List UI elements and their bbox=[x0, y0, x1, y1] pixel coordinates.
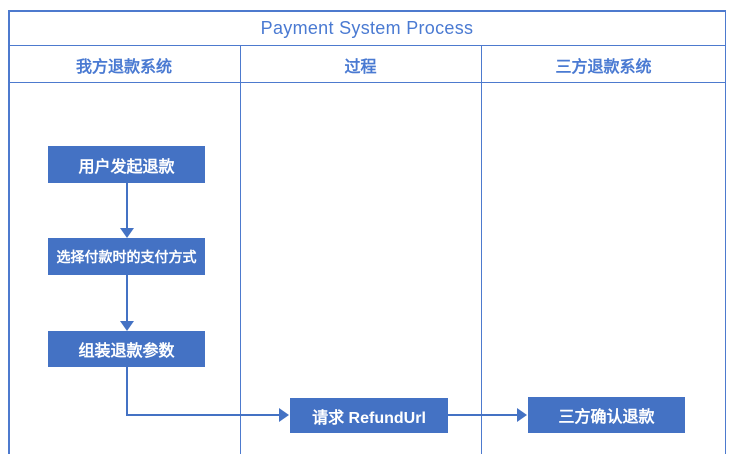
lane-header-thirdparty-refund-system: 三方退款系统 bbox=[555, 58, 652, 76]
frame-left-border bbox=[8, 10, 10, 454]
lane-divider-1 bbox=[239, 44, 241, 454]
frame-right-border bbox=[724, 10, 726, 454]
connector-line-2 bbox=[125, 274, 128, 321]
frame-top-border bbox=[8, 10, 726, 12]
node-thirdparty-confirm-refund: 三方确认退款 bbox=[528, 397, 685, 433]
connector-line-3-vertical bbox=[125, 367, 128, 416]
connector-line-4 bbox=[448, 414, 517, 416]
lane-divider-2 bbox=[480, 44, 482, 454]
header-row-divider bbox=[8, 81, 726, 83]
node-request-refundurl: 请求 RefundUrl bbox=[290, 398, 448, 433]
arrowhead-down-icon bbox=[119, 321, 134, 331]
arrowhead-right-icon bbox=[517, 408, 527, 422]
node-select-payment-method: 选择付款时的支付方式 bbox=[48, 238, 205, 275]
arrowhead-down-icon bbox=[119, 228, 134, 238]
title-row-divider bbox=[8, 44, 726, 46]
lane-header-our-refund-system: 我方退款系统 bbox=[75, 58, 172, 76]
node-assemble-refund-params: 组装退款参数 bbox=[48, 331, 205, 367]
arrowhead-right-icon bbox=[279, 408, 289, 422]
node-user-initiates-refund: 用户发起退款 bbox=[48, 146, 205, 183]
diagram-title: Payment System Process bbox=[260, 17, 474, 38]
lane-header-process: 过程 bbox=[344, 58, 377, 76]
connector-line-1 bbox=[125, 182, 128, 228]
connector-line-3-horizontal bbox=[125, 414, 280, 416]
